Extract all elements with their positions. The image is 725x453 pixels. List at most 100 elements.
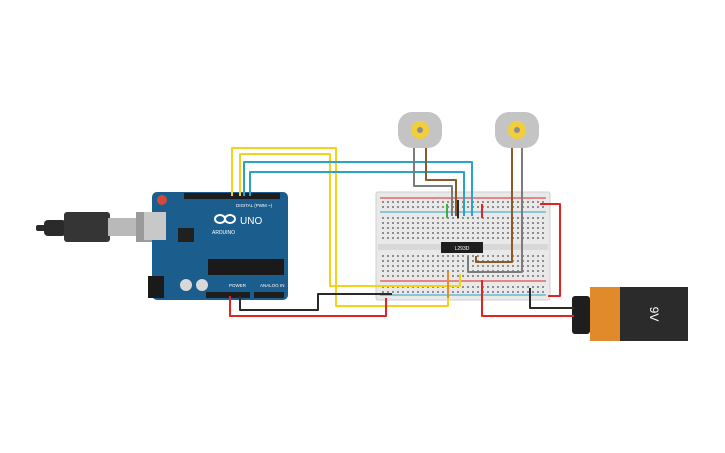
breadboard-hole bbox=[427, 206, 429, 208]
breadboard-hole bbox=[497, 227, 499, 229]
breadboard-hole bbox=[417, 255, 419, 257]
breadboard-hole bbox=[537, 222, 539, 224]
breadboard-hole bbox=[532, 232, 534, 234]
breadboard-hole bbox=[532, 286, 534, 288]
breadboard-hole bbox=[437, 260, 439, 262]
breadboard-hole bbox=[487, 232, 489, 234]
breadboard-hole bbox=[392, 265, 394, 267]
l293d-chip bbox=[441, 242, 483, 253]
breadboard-hole bbox=[417, 275, 419, 277]
breadboard-hole bbox=[457, 232, 459, 234]
wire-yellow bbox=[231, 147, 449, 307]
breadboard-hole bbox=[412, 227, 414, 229]
breadboard-hole bbox=[482, 275, 484, 277]
breadboard-hole bbox=[477, 222, 479, 224]
breadboard-hole bbox=[432, 260, 434, 262]
breadboard-hole bbox=[432, 222, 434, 224]
breadboard-hole bbox=[392, 222, 394, 224]
breadboard-hole bbox=[517, 275, 519, 277]
breadboard-hole bbox=[487, 255, 489, 257]
breadboard-hole bbox=[407, 232, 409, 234]
breadboard-hole bbox=[432, 291, 434, 293]
breadboard-hole bbox=[432, 237, 434, 239]
breadboard-hole bbox=[402, 291, 404, 293]
breadboard-hole bbox=[472, 255, 474, 257]
breadboard-hole bbox=[527, 275, 529, 277]
breadboard-hole bbox=[502, 201, 504, 203]
breadboard-hole bbox=[527, 201, 529, 203]
breadboard-hole bbox=[482, 227, 484, 229]
breadboard-hole bbox=[532, 270, 534, 272]
breadboard-hole bbox=[492, 291, 494, 293]
breadboard-hole bbox=[492, 206, 494, 208]
usb-port bbox=[144, 212, 166, 240]
breadboard-hole bbox=[447, 227, 449, 229]
breadboard-hole bbox=[542, 237, 544, 239]
breadboard-hole bbox=[507, 201, 509, 203]
breadboard-hole bbox=[497, 255, 499, 257]
wire-blue bbox=[243, 161, 473, 216]
battery-9v[interactable]: 9V bbox=[572, 287, 688, 341]
breadboard-hole bbox=[482, 265, 484, 267]
breadboard-hole bbox=[442, 222, 444, 224]
breadboard-hole bbox=[422, 255, 424, 257]
breadboard-hole bbox=[502, 227, 504, 229]
breadboard-hole bbox=[407, 201, 409, 203]
breadboard-hole bbox=[392, 237, 394, 239]
breadboard-hole bbox=[522, 286, 524, 288]
breadboard-hole bbox=[487, 217, 489, 219]
atmega-chip bbox=[208, 259, 284, 275]
breadboard-hole bbox=[542, 222, 544, 224]
breadboard-hole bbox=[487, 237, 489, 239]
breadboard-hole bbox=[462, 291, 464, 293]
breadboard-hole bbox=[457, 237, 459, 239]
breadboard-hole bbox=[382, 232, 384, 234]
breadboard-hole bbox=[397, 222, 399, 224]
breadboard-hole bbox=[542, 232, 544, 234]
breadboard-hole bbox=[412, 265, 414, 267]
breadboard-hole bbox=[467, 201, 469, 203]
breadboard-hole bbox=[397, 201, 399, 203]
breadboard-hole bbox=[537, 275, 539, 277]
breadboard-hole bbox=[407, 227, 409, 229]
arduino-logo-icon bbox=[214, 214, 236, 224]
breadboard-hole bbox=[502, 275, 504, 277]
breadboard-hole bbox=[482, 237, 484, 239]
dc-motor[interactable] bbox=[495, 112, 539, 148]
breadboard-hole bbox=[397, 217, 399, 219]
breadboard-hole bbox=[477, 286, 479, 288]
breadboard-hole bbox=[507, 275, 509, 277]
power-header bbox=[206, 292, 250, 298]
breadboard-hole bbox=[422, 275, 424, 277]
dc-motor[interactable] bbox=[398, 112, 442, 148]
breadboard-hole bbox=[527, 206, 529, 208]
breadboard-hole bbox=[452, 222, 454, 224]
breadboard-hole bbox=[432, 227, 434, 229]
breadboard-hole bbox=[392, 232, 394, 234]
breadboard-hole bbox=[472, 265, 474, 267]
breadboard-hole bbox=[467, 227, 469, 229]
breadboard-hole bbox=[422, 237, 424, 239]
breadboard-hole bbox=[492, 265, 494, 267]
breadboard-hole bbox=[447, 265, 449, 267]
breadboard-hole bbox=[382, 270, 384, 272]
breadboard-hole bbox=[422, 217, 424, 219]
breadboard-hole bbox=[527, 260, 529, 262]
breadboard-hole bbox=[442, 206, 444, 208]
breadboard-hole bbox=[457, 291, 459, 293]
arduino-uno-board[interactable]: UNO ARDUINO DIGITAL (PWM ~) POWER ANALOG… bbox=[144, 192, 288, 300]
breadboard-hole bbox=[382, 265, 384, 267]
breadboard-hole bbox=[502, 222, 504, 224]
breadboard-hole bbox=[487, 206, 489, 208]
breadboard-hole bbox=[422, 222, 424, 224]
breadboard-hole bbox=[512, 291, 514, 293]
breadboard-hole bbox=[407, 265, 409, 267]
breadboard-hole bbox=[517, 286, 519, 288]
breadboard-hole bbox=[537, 270, 539, 272]
breadboard-hole bbox=[467, 237, 469, 239]
breadboard-hole bbox=[537, 265, 539, 267]
breadboard-hole bbox=[412, 255, 414, 257]
breadboard-hole bbox=[542, 227, 544, 229]
breadboard-hole bbox=[447, 237, 449, 239]
breadboard-hole bbox=[527, 217, 529, 219]
